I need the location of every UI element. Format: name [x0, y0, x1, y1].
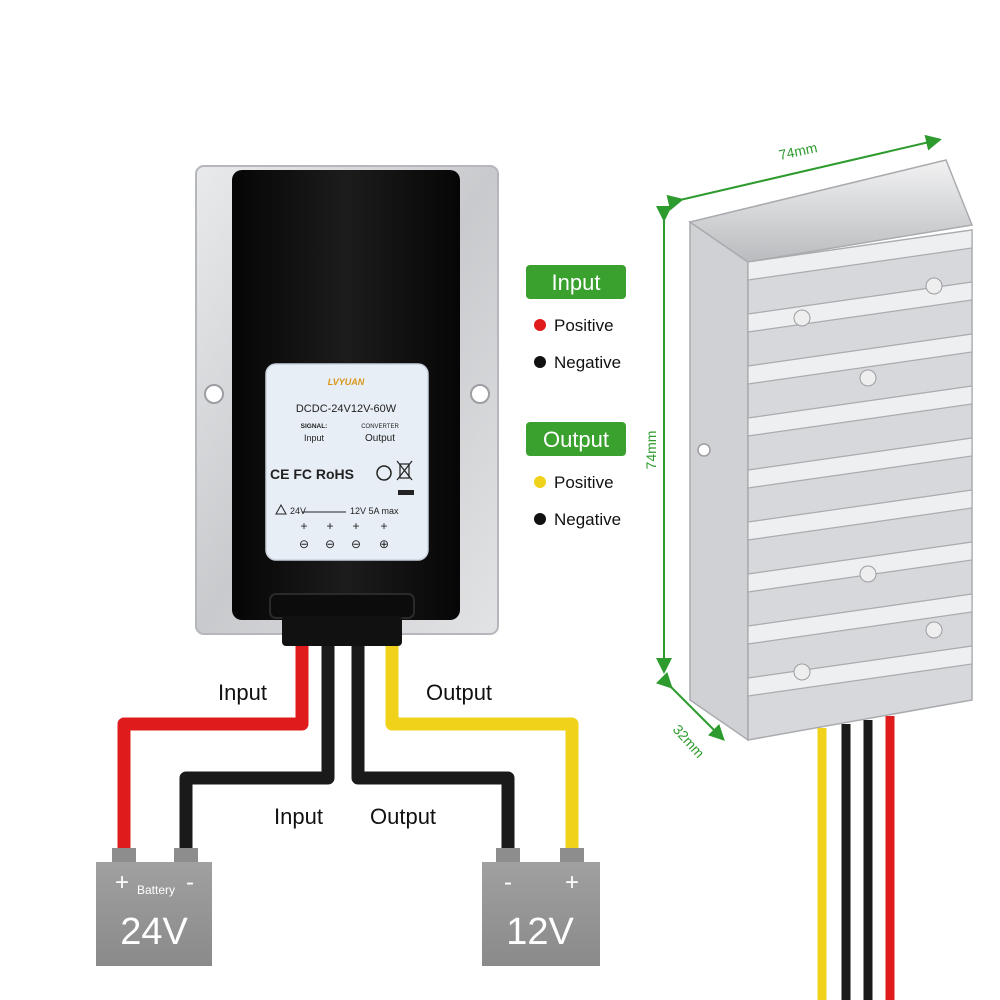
terminal-markings: + + + + ⊖ ⊖ ⊖ ⊕ [299, 519, 389, 551]
certification-marks: CE FC RoHS [270, 466, 354, 482]
heatsink-side [689, 220, 749, 742]
dim-height-text: 74mm [643, 431, 659, 470]
battery-24v-voltage: 24V [120, 911, 188, 953]
dim-width-line [666, 134, 942, 211]
legend-output-negative-text: Negative [554, 510, 621, 529]
terminal-top-4: + [380, 519, 387, 533]
screw-4 [859, 565, 877, 583]
legend-output-positive-text: Positive [554, 473, 614, 492]
output-rating-text: 12V 5A max [350, 506, 399, 516]
wire-label-output-top: Output [426, 680, 492, 705]
converter-front: LVYUAN DCDC-24V12V-60W SIGNAL: Input CON… [195, 165, 499, 646]
heatsink-fin [747, 385, 973, 437]
terminal-top-1: + [300, 519, 307, 533]
battery-12v-voltage: 12V [506, 911, 574, 953]
legend-output-negative-dot [534, 513, 546, 525]
battery-12v-body [482, 862, 600, 966]
wire-label-output-bottom: Output [370, 804, 436, 829]
label-input-text: Input [304, 433, 325, 443]
mounting-hole-left [204, 384, 224, 404]
warning-icon [275, 503, 287, 515]
battery-24v: + Battery - 24V [96, 848, 212, 966]
heatsink-fins [747, 229, 973, 697]
heatsink-fin [747, 333, 973, 385]
legend-input-positive-text: Positive [554, 316, 614, 335]
battery-24v-terminal-minus [174, 848, 198, 864]
legend: Input Positive Negative Output Positive … [526, 265, 626, 529]
signal-text: SIGNAL: [301, 423, 328, 430]
mounting-hole-right [470, 384, 490, 404]
screw-1 [925, 277, 943, 295]
battery-24v-name: Battery [137, 883, 175, 897]
wire-output-negative [351, 640, 515, 852]
terminal-sign-2: ⊖ [325, 537, 335, 551]
heatsink-fin [747, 489, 973, 541]
waste-bin-icon [396, 460, 414, 495]
terminal-sign-3: ⊖ [351, 537, 361, 551]
heatsink-fin [747, 645, 973, 697]
legend-input-positive-dot [534, 319, 546, 331]
legend-input-pill [526, 265, 626, 299]
screw-2 [793, 309, 811, 327]
wire-label-input-top: Input [218, 680, 267, 705]
battery-24v-terminal-plus [112, 848, 136, 864]
legend-input-negative-text: Negative [554, 353, 621, 372]
battery-12v: - + 12V [482, 848, 600, 966]
terminal-sign-1: ⊖ [299, 537, 309, 551]
product-label [265, 363, 429, 561]
terminal-sign-4: ⊕ [379, 537, 389, 551]
heatsink-fin [747, 229, 973, 281]
screw-5 [925, 621, 943, 639]
battery-24v-body [96, 862, 212, 966]
terminal-top-3: + [352, 519, 359, 533]
model-number: DCDC-24V12V-60W [296, 403, 397, 415]
brand-logo: LVYUAN [328, 377, 365, 387]
battery-24v-plus: + [115, 869, 129, 896]
recycle-icon [376, 465, 392, 481]
wires [117, 640, 579, 852]
screw-6 [793, 663, 811, 681]
heatsink-side-hole [697, 443, 711, 457]
wire-output-positive [385, 640, 579, 852]
battery-24v-minus: - [186, 869, 194, 896]
heatsink-fin [747, 593, 973, 645]
heatsink-fin [747, 541, 973, 593]
converter-text: CONVERTER [361, 424, 399, 430]
wire-input-negative [179, 640, 335, 852]
cable-gland [269, 593, 415, 619]
label-output-text: Output [365, 433, 395, 444]
battery-12v-plus: + [565, 869, 579, 896]
legend-input-title: Input [552, 270, 601, 295]
terminal-top-2: + [326, 519, 333, 533]
wire-input-positive [117, 640, 309, 852]
legend-output-title: Output [543, 427, 609, 452]
battery-12v-terminal-plus [560, 848, 584, 864]
input-voltage-text: 24V [290, 506, 306, 516]
dim-width-text: 74mm [777, 139, 818, 163]
legend-output-positive-dot [534, 476, 546, 488]
legend-output-pill [526, 422, 626, 456]
legend-input-negative-dot [534, 356, 546, 368]
cable-gland-lower [282, 616, 402, 646]
wire-label-input-bottom: Input [274, 804, 323, 829]
dim-depth-line [655, 671, 725, 741]
battery-12v-terminal-minus [496, 848, 520, 864]
dim-depth-text: 32mm [670, 721, 708, 761]
screw-3 [859, 369, 877, 387]
battery-12v-minus: - [504, 869, 512, 896]
converter-heatsink [688, 159, 974, 1000]
heatsink-fin [747, 437, 973, 489]
